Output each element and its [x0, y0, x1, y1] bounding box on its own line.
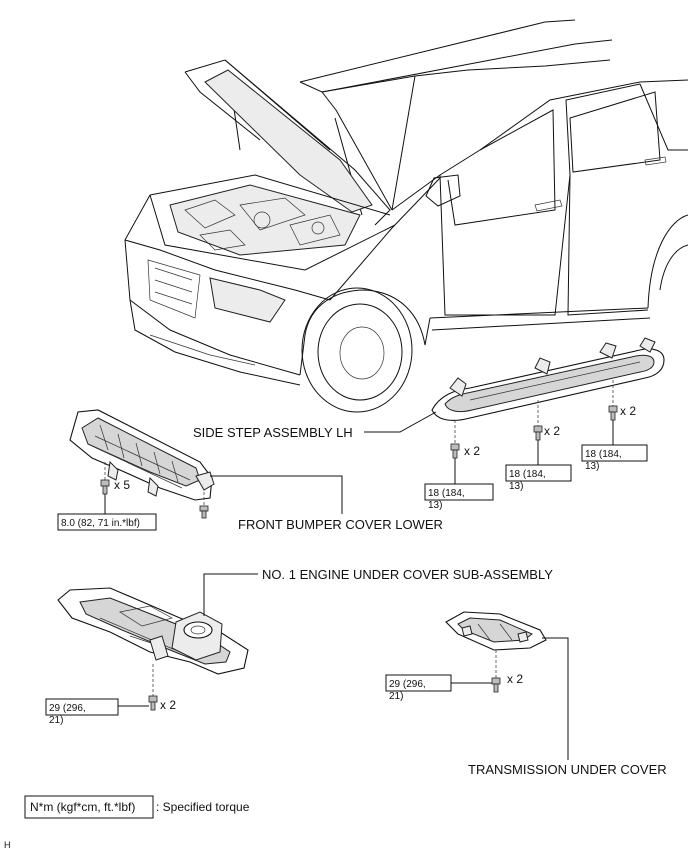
- side-step-label: SIDE STEP ASSEMBLY LH: [193, 425, 353, 440]
- vehicle-illustration: [124, 19, 688, 413]
- count-engine: x 2: [160, 698, 176, 712]
- front-bumper-leader: [210, 475, 343, 514]
- torque-step-mid-line1: 18 (184,: [509, 469, 546, 480]
- side-step-bolt-left: [450, 420, 460, 484]
- torque-box-trans: [385, 674, 452, 692]
- count-step-mid: x 2: [544, 424, 560, 438]
- bumper-bolt: [100, 462, 110, 514]
- torque-box-engine: [45, 698, 119, 716]
- engine-under-cover-illustration: [57, 587, 249, 675]
- engine-cover-label: NO. 1 ENGINE UNDER COVER SUB-ASSEMBLY: [262, 567, 553, 582]
- torque-step-right-line1: 18 (184,: [585, 449, 622, 460]
- torque-engine-line2: 21): [49, 715, 63, 726]
- torque-box-step-left: [424, 483, 494, 501]
- front-bumper-label: FRONT BUMPER COVER LOWER: [238, 517, 443, 532]
- engine-cover-leader: [203, 573, 258, 616]
- torque-bumper: 8.0 (82, 71 in.*lbf): [61, 518, 140, 529]
- count-bumper: x 5: [114, 478, 130, 492]
- torque-step-right-line2: 13): [585, 461, 599, 472]
- torque-box-step-mid: [505, 464, 572, 482]
- legend-description: : Specified torque: [156, 800, 250, 814]
- side-step-assembly-illustration: [431, 337, 665, 421]
- torque-step-left-line1: 18 (184,: [428, 488, 465, 499]
- transmission-under-cover-illustration: [445, 611, 547, 651]
- side-step-leader: [364, 411, 437, 433]
- transmission-cover-label: TRANSMISSION UNDER COVER: [468, 762, 667, 777]
- torque-engine-line1: 29 (296,: [49, 703, 86, 714]
- side-step-bolt-mid: [533, 400, 543, 465]
- torque-step-left-line2: 13): [428, 500, 442, 511]
- torque-box-bumper: [57, 513, 157, 531]
- legend-unit: N*m (kgf*cm, ft.*lbf): [30, 800, 135, 814]
- transmission-cover-leader: [542, 637, 569, 760]
- legend-unit-box: [24, 795, 154, 819]
- corner-mark: H: [4, 840, 11, 850]
- count-trans: x 2: [507, 672, 523, 686]
- front-bumper-cover-lower-illustration: [69, 409, 215, 501]
- side-step-bolt-right: [608, 380, 618, 445]
- engine-cover-bolt: [118, 664, 158, 711]
- torque-trans-line1: 29 (296,: [389, 679, 426, 690]
- transmission-cover-bolt: [451, 650, 501, 693]
- count-step-right: x 2: [620, 404, 636, 418]
- torque-box-step-right: [581, 444, 648, 462]
- count-step-left: x 2: [464, 444, 480, 458]
- torque-trans-line2: 21): [389, 691, 403, 702]
- bumper-screw: [199, 492, 209, 519]
- torque-step-mid-line2: 13): [509, 481, 523, 492]
